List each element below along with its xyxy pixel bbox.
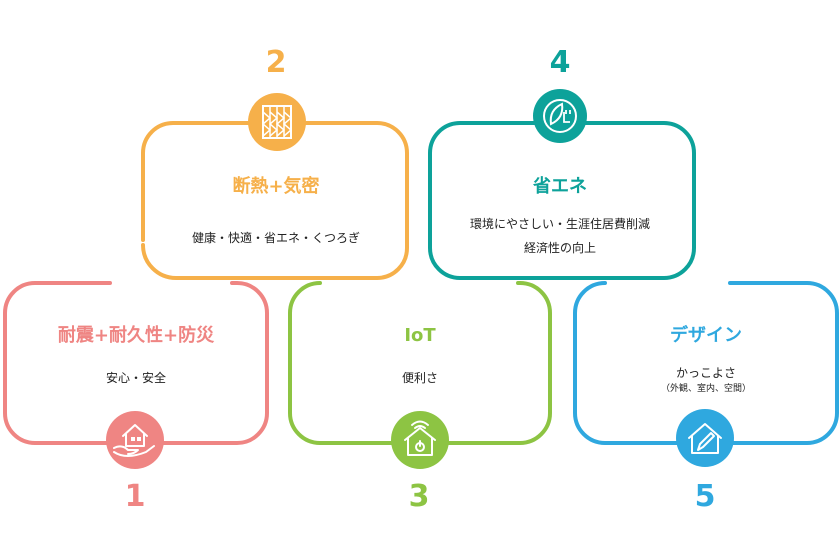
step-3-title: IoT	[404, 325, 436, 346]
step-2-number: 2	[265, 45, 287, 80]
eco-plug-icon	[533, 89, 587, 143]
box-3-outline	[288, 281, 552, 445]
step-3-desc: 便利さ	[401, 371, 439, 385]
smart-home-wifi-icon	[391, 411, 449, 469]
box-4-outline	[428, 121, 696, 280]
step-1-number: 1	[124, 479, 146, 514]
step-5-number: 5	[694, 479, 716, 514]
box-5-outline	[573, 281, 839, 445]
insulation-icon	[248, 93, 306, 151]
step-2-title: 断熱+気密	[232, 176, 320, 197]
step-3-number: 3	[408, 479, 430, 514]
box-2-outline	[141, 121, 409, 280]
step-2-desc: 健康・快適・省エネ・くつろぎ	[191, 231, 361, 245]
step-1-desc: 安心・安全	[105, 371, 167, 385]
step-1-title: 耐震+耐久性+防災	[57, 325, 215, 346]
step-4-desc2: 経済性の向上	[523, 241, 597, 255]
step-4-number: 4	[549, 45, 571, 80]
house-in-hand-icon	[106, 411, 164, 469]
step-5-desc: かっこよさ	[675, 366, 737, 380]
house-pen-icon	[676, 409, 734, 467]
step-5-desc2: （外観、室内、空間）	[660, 384, 752, 394]
step-5-title: デザイン	[670, 325, 742, 346]
step-4-desc: 環境にやさしい・生涯住居費削減	[469, 217, 651, 231]
step-4-title: 省エネ	[533, 176, 587, 197]
